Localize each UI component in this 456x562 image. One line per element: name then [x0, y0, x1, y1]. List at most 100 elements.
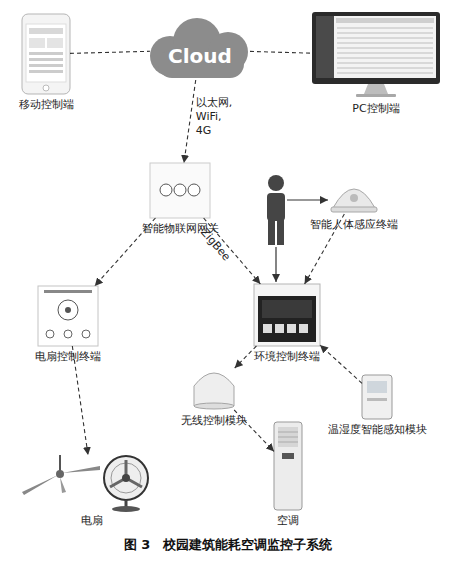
person-figure: [267, 193, 285, 221]
leader-arrow: [275, 247, 276, 282]
gateway-icon: [150, 163, 210, 218]
device-label: 无线控制模块: [181, 414, 247, 427]
sensor-icon: [331, 207, 377, 212]
dashed-connector: [305, 214, 345, 284]
dashed-connector: [204, 218, 261, 284]
dashed-connector: [234, 410, 274, 451]
air-conditioner: 空调: [274, 422, 302, 510]
fan-icons: [104, 456, 148, 500]
device-label: PC控制端: [352, 102, 399, 115]
fan-controller-icon: [65, 307, 71, 313]
monitor-icon: [337, 73, 433, 74]
fan-icons: [22, 455, 148, 512]
phone-icon: [43, 85, 49, 91]
air-conditioner-icon: [278, 427, 298, 447]
fan-icons: [62, 466, 100, 473]
air-conditioner-icon: [278, 442, 298, 443]
gateway-icon: [188, 184, 200, 196]
gateway-icon: [174, 184, 186, 196]
person-figure: [267, 175, 285, 245]
device-label: 温湿度智能感知模块: [328, 423, 427, 436]
gateway-icon: [160, 184, 172, 196]
sensor-icon: [331, 189, 377, 212]
dashed-connector: [250, 51, 312, 53]
sensor-icon: [350, 194, 358, 202]
person-figure: [277, 219, 284, 245]
dashed-connector: [320, 345, 362, 383]
fan-controller-icon: [82, 330, 90, 338]
fan-icons: [125, 500, 128, 507]
monitor-icon: [316, 16, 334, 78]
phone-icon: [29, 38, 45, 48]
phone-icon: [26, 24, 66, 82]
monitor-icon: [337, 63, 433, 64]
cloud-label: Cloud: [150, 26, 250, 86]
leader-arrow: [287, 199, 328, 200]
device-label: 电扇: [81, 514, 103, 527]
device-label: 电扇控制终端: [35, 350, 101, 363]
env-controller-icon: [258, 296, 316, 342]
monitor-icon: [337, 53, 433, 54]
figure-caption: 图 3 校园建筑能耗空调监控子系统: [0, 536, 456, 554]
gateway-box: 智能物联网网关: [150, 163, 210, 218]
phone-icon: [22, 14, 70, 94]
phone-icon: [22, 14, 70, 94]
gateway-icon: [150, 163, 210, 218]
air-conditioner-icon: [274, 422, 302, 510]
fan-icons: [110, 460, 142, 487]
monitor-icon: [316, 16, 436, 78]
wireless-module: 无线控制模块: [192, 368, 236, 410]
air-conditioner-icon: [278, 432, 298, 433]
fan-controller-icon: [38, 286, 98, 346]
phone-icon: [47, 38, 63, 48]
air-conditioner-icon: [282, 453, 294, 459]
phone-icon: [29, 28, 63, 34]
edge-label: 以太网, WiFi, 4G: [196, 96, 234, 138]
fan-controller-icon: [46, 330, 54, 338]
sensor-terminal: 智能人体感应终端: [331, 180, 377, 214]
monitor-icon: [337, 28, 433, 73]
leader-arrow: [276, 200, 328, 282]
env-controller-icon: [262, 300, 312, 318]
phone-icon: [29, 70, 63, 73]
mobile-terminal: 移动控制端: [22, 14, 70, 94]
person-figure: [268, 219, 275, 245]
dashed-connector: [235, 346, 257, 368]
phone-icon: [29, 58, 63, 61]
fan-controller-icon: [44, 290, 92, 293]
monitor-icon: [312, 12, 440, 97]
fan-icons: [22, 475, 58, 495]
air-conditioner-icon: [278, 437, 298, 438]
fan-controller-icon: [38, 286, 98, 346]
cloud-node: Cloud: [150, 20, 250, 80]
wireless-module-icon: [194, 373, 234, 409]
env-controller-icon: [254, 284, 320, 346]
fan-icons: [59, 455, 61, 472]
monitor-icon: [337, 28, 433, 29]
wireless-module-icon: [194, 373, 234, 406]
humidity-module-icon: [367, 398, 387, 401]
env-controller-icon: [287, 324, 296, 333]
env-controller-icon: [299, 324, 308, 333]
device-label: 环境控制终端: [254, 350, 320, 363]
humidity-module-icon: [362, 375, 392, 419]
fan-controller-icon: [58, 300, 78, 320]
monitor-icon: [337, 58, 433, 59]
env-controller-icon: [254, 284, 320, 346]
device-label: 空调: [277, 514, 299, 527]
fan-icons: [112, 506, 140, 512]
air-conditioner-icon: [274, 422, 302, 510]
sensor-icon: [333, 189, 375, 208]
fan-icons: [60, 477, 66, 493]
wireless-module-icon: [194, 403, 234, 409]
dashed-connector: [70, 51, 150, 53]
monitor-icon: [364, 84, 388, 94]
humidity-module: 温湿度智能感知模块: [362, 375, 392, 419]
monitor-icon: [337, 38, 433, 39]
device-label: 智能人体感应终端: [310, 218, 398, 231]
monitor-icon: [337, 48, 433, 49]
monitor-icon: [356, 94, 396, 97]
